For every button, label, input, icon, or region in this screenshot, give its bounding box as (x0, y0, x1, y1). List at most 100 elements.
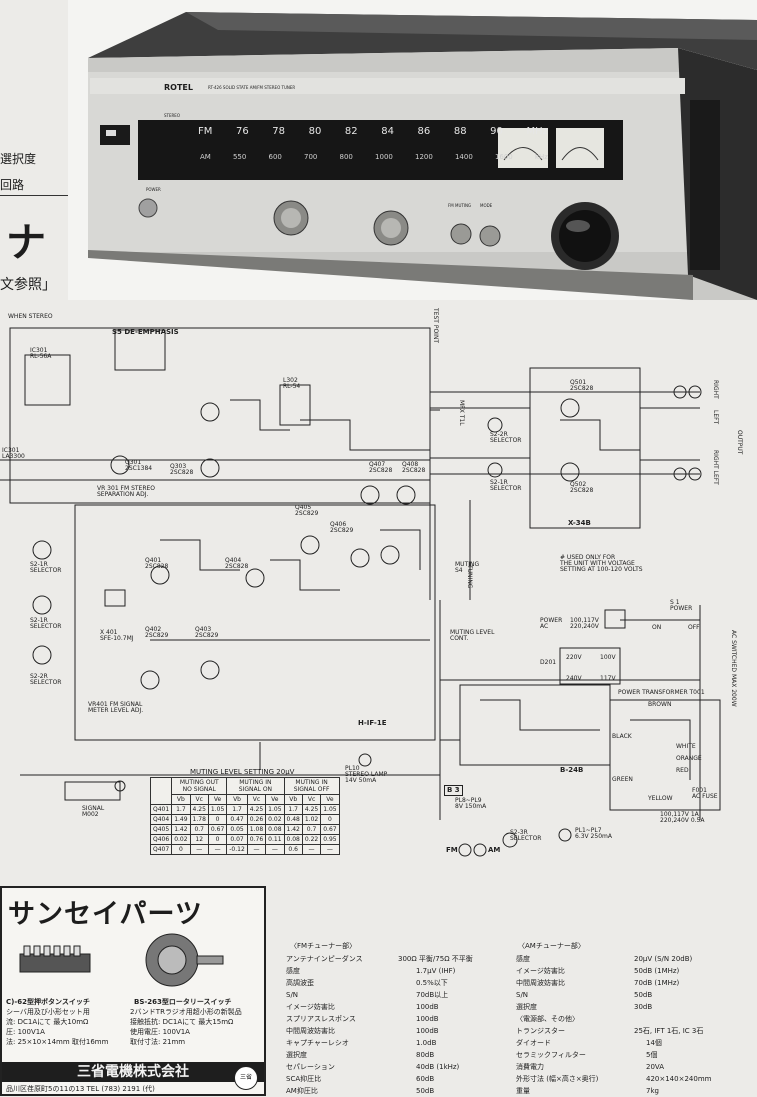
lbl-q303: Q303 2SC828 (170, 463, 194, 476)
table-subheader-row: Vb Vc Ve Vb Vc Ve Vb Vc Ve (151, 794, 340, 805)
dial-am-8: 1600 (494, 153, 513, 161)
table-header-row: MUTING OUT NO SIGNAL MUTING IN SIGNAL ON… (149, 777, 340, 805)
tuner-photo: ROTEL RT-426 SOLID STATE AM/FM STEREO TU… (68, 0, 757, 300)
spec-key: 高調波歪 (286, 979, 314, 987)
ad-company-name: 三省電機株式会社 (77, 1064, 189, 1080)
spec-value: 100dB (416, 1015, 439, 1023)
table-cell: 0.7 (189, 824, 209, 835)
lbl-power-ac: POWER AC (540, 617, 563, 630)
ad-title: サンセイパーツ (8, 899, 203, 930)
lbl-ac-switched: AC SWITCHED MAX 200W (730, 630, 737, 707)
side-big-char: ナ (6, 219, 46, 266)
table-cell: 0.7 (301, 824, 322, 835)
table-row: Q407 0 — — -0.12 — — 0.6 — — (149, 844, 340, 855)
lbl-black: BLACK (612, 733, 632, 740)
table-row-label: Q401 (149, 804, 173, 815)
lbl-s1-power: S 1 POWER (670, 599, 693, 612)
spec-value: 70dB以上 (416, 991, 449, 999)
table-cell: 0.02 (265, 814, 285, 825)
table-cell: 0 (207, 834, 228, 845)
spec-key: AM抑圧比 (286, 1087, 318, 1095)
ad-product2-line: 取付寸法: 21mm (130, 1038, 186, 1046)
lbl-q405: Q405 2SC829 (295, 504, 319, 517)
lbl-q403: Q403 2SC829 (195, 626, 219, 639)
table-subheader: Vb (171, 794, 191, 805)
dial-fm-scale: FM 76 78 80 82 84 86 88 90 MHz (198, 126, 548, 137)
stereo-label: STEREO (164, 113, 180, 118)
spec-key: 選択度 (286, 1051, 307, 1059)
dial-am-2: 600 (268, 153, 282, 161)
table-subheader: Vb (226, 794, 248, 805)
ad-product1-line: 圧: 100V1A (6, 1028, 45, 1036)
table-cell: 1.05 (265, 804, 285, 815)
ad-product1-line: 法: 25×10×14mm 取付16mm (6, 1038, 109, 1046)
spec-value: 30dB (634, 1003, 653, 1011)
lbl-red: RED (676, 767, 689, 774)
rotary-switch-illustration (145, 933, 224, 987)
lbl-note: # USED ONLY FOR THE UNIT WITH VOLTAGE SE… (560, 554, 643, 573)
spec-value: 80dB (416, 1051, 435, 1059)
spec-key: キャプチャーレシオ (286, 1039, 349, 1047)
lbl-q408: Q408 2SC828 (402, 461, 426, 474)
lbl-b3: B 3 (444, 785, 463, 796)
table-cell: 0.05 (226, 824, 248, 835)
table-cell: 0 (207, 814, 228, 825)
table-cell: 0.08 (283, 834, 303, 845)
tuner-image (88, 12, 757, 300)
table-cell: 1.08 (246, 824, 267, 835)
dial-am-3: 700 (304, 153, 318, 161)
table-cell: 4.25 (246, 804, 267, 815)
dial-fm-1: 76 (235, 126, 249, 137)
lbl-power-transformer: POWER TRANSFORMER T001 (618, 689, 705, 696)
lbl-b24b: B-24B (560, 766, 584, 774)
lbl-de-emphasis: S5 DE-EMPHASIS (112, 328, 179, 336)
spec-key: トランジスター (516, 1027, 565, 1035)
lbl-s2-1r-c: S2-1R SELECTOR (490, 479, 522, 492)
table-row: Q406 0.02 12 0 0.07 0.76 0.11 0.08 0.22 … (149, 834, 340, 845)
table-row-label: Q404 (149, 814, 173, 825)
dial-am-0: AM (200, 153, 211, 161)
spec-value: 420×140×240mm (646, 1075, 712, 1083)
table-cell: 4.25 (301, 804, 322, 815)
lbl-100v: 100V (600, 654, 616, 661)
lbl-signal-meter: SIGNAL M002 (82, 805, 105, 818)
table-cell: 12 (189, 834, 209, 845)
table-cell: 0.11 (265, 834, 285, 845)
table-cell: 0.02 (171, 834, 191, 845)
table-cell: 1.7 (283, 804, 303, 815)
dial-am-4: 800 (339, 153, 353, 161)
lbl-s2-3r: S2-3R SELECTOR (510, 829, 542, 842)
ad-address: 品川区荏原町5の11の13 TEL (783) 2191 (代) (6, 1085, 155, 1093)
spec-key: 消費電力 (516, 1063, 544, 1071)
table-subheader: Ve (320, 794, 340, 805)
table-cell: — (246, 844, 267, 855)
table-cell: — (189, 844, 209, 855)
spec-key: イメージ妨害比 (516, 967, 565, 975)
lbl-muting-sw: MUTING S4 (455, 561, 480, 574)
lbl-x401: X 401 SFE-10.7MJ (100, 629, 134, 642)
lbl-q406: Q406 2SC829 (330, 521, 354, 534)
lbl-220v: 220V (566, 654, 582, 661)
spec-value: 20VA (646, 1063, 665, 1071)
lbl-pl8: PL8~PL9 8V 150mA (455, 797, 487, 810)
spec-row: 選択度 80dB (286, 1049, 514, 1061)
spec-key: 外形寸法 (幅×高さ×奥行) (516, 1075, 599, 1083)
table-row-label: Q407 (149, 844, 173, 855)
dial-am-scale: AM 550 600 700 800 1000 1200 1400 1600 k… (200, 153, 548, 161)
fm-spec-title: 〈FMチューナー部〉 (290, 942, 357, 950)
spec-value: 20μV (S/N 20dB) (634, 955, 693, 963)
lbl-right: RIGHT (712, 380, 719, 399)
table-cell: — (207, 844, 228, 855)
lbl-240v: 240V (566, 675, 582, 682)
lbl-x34b: X-34B (568, 519, 591, 527)
